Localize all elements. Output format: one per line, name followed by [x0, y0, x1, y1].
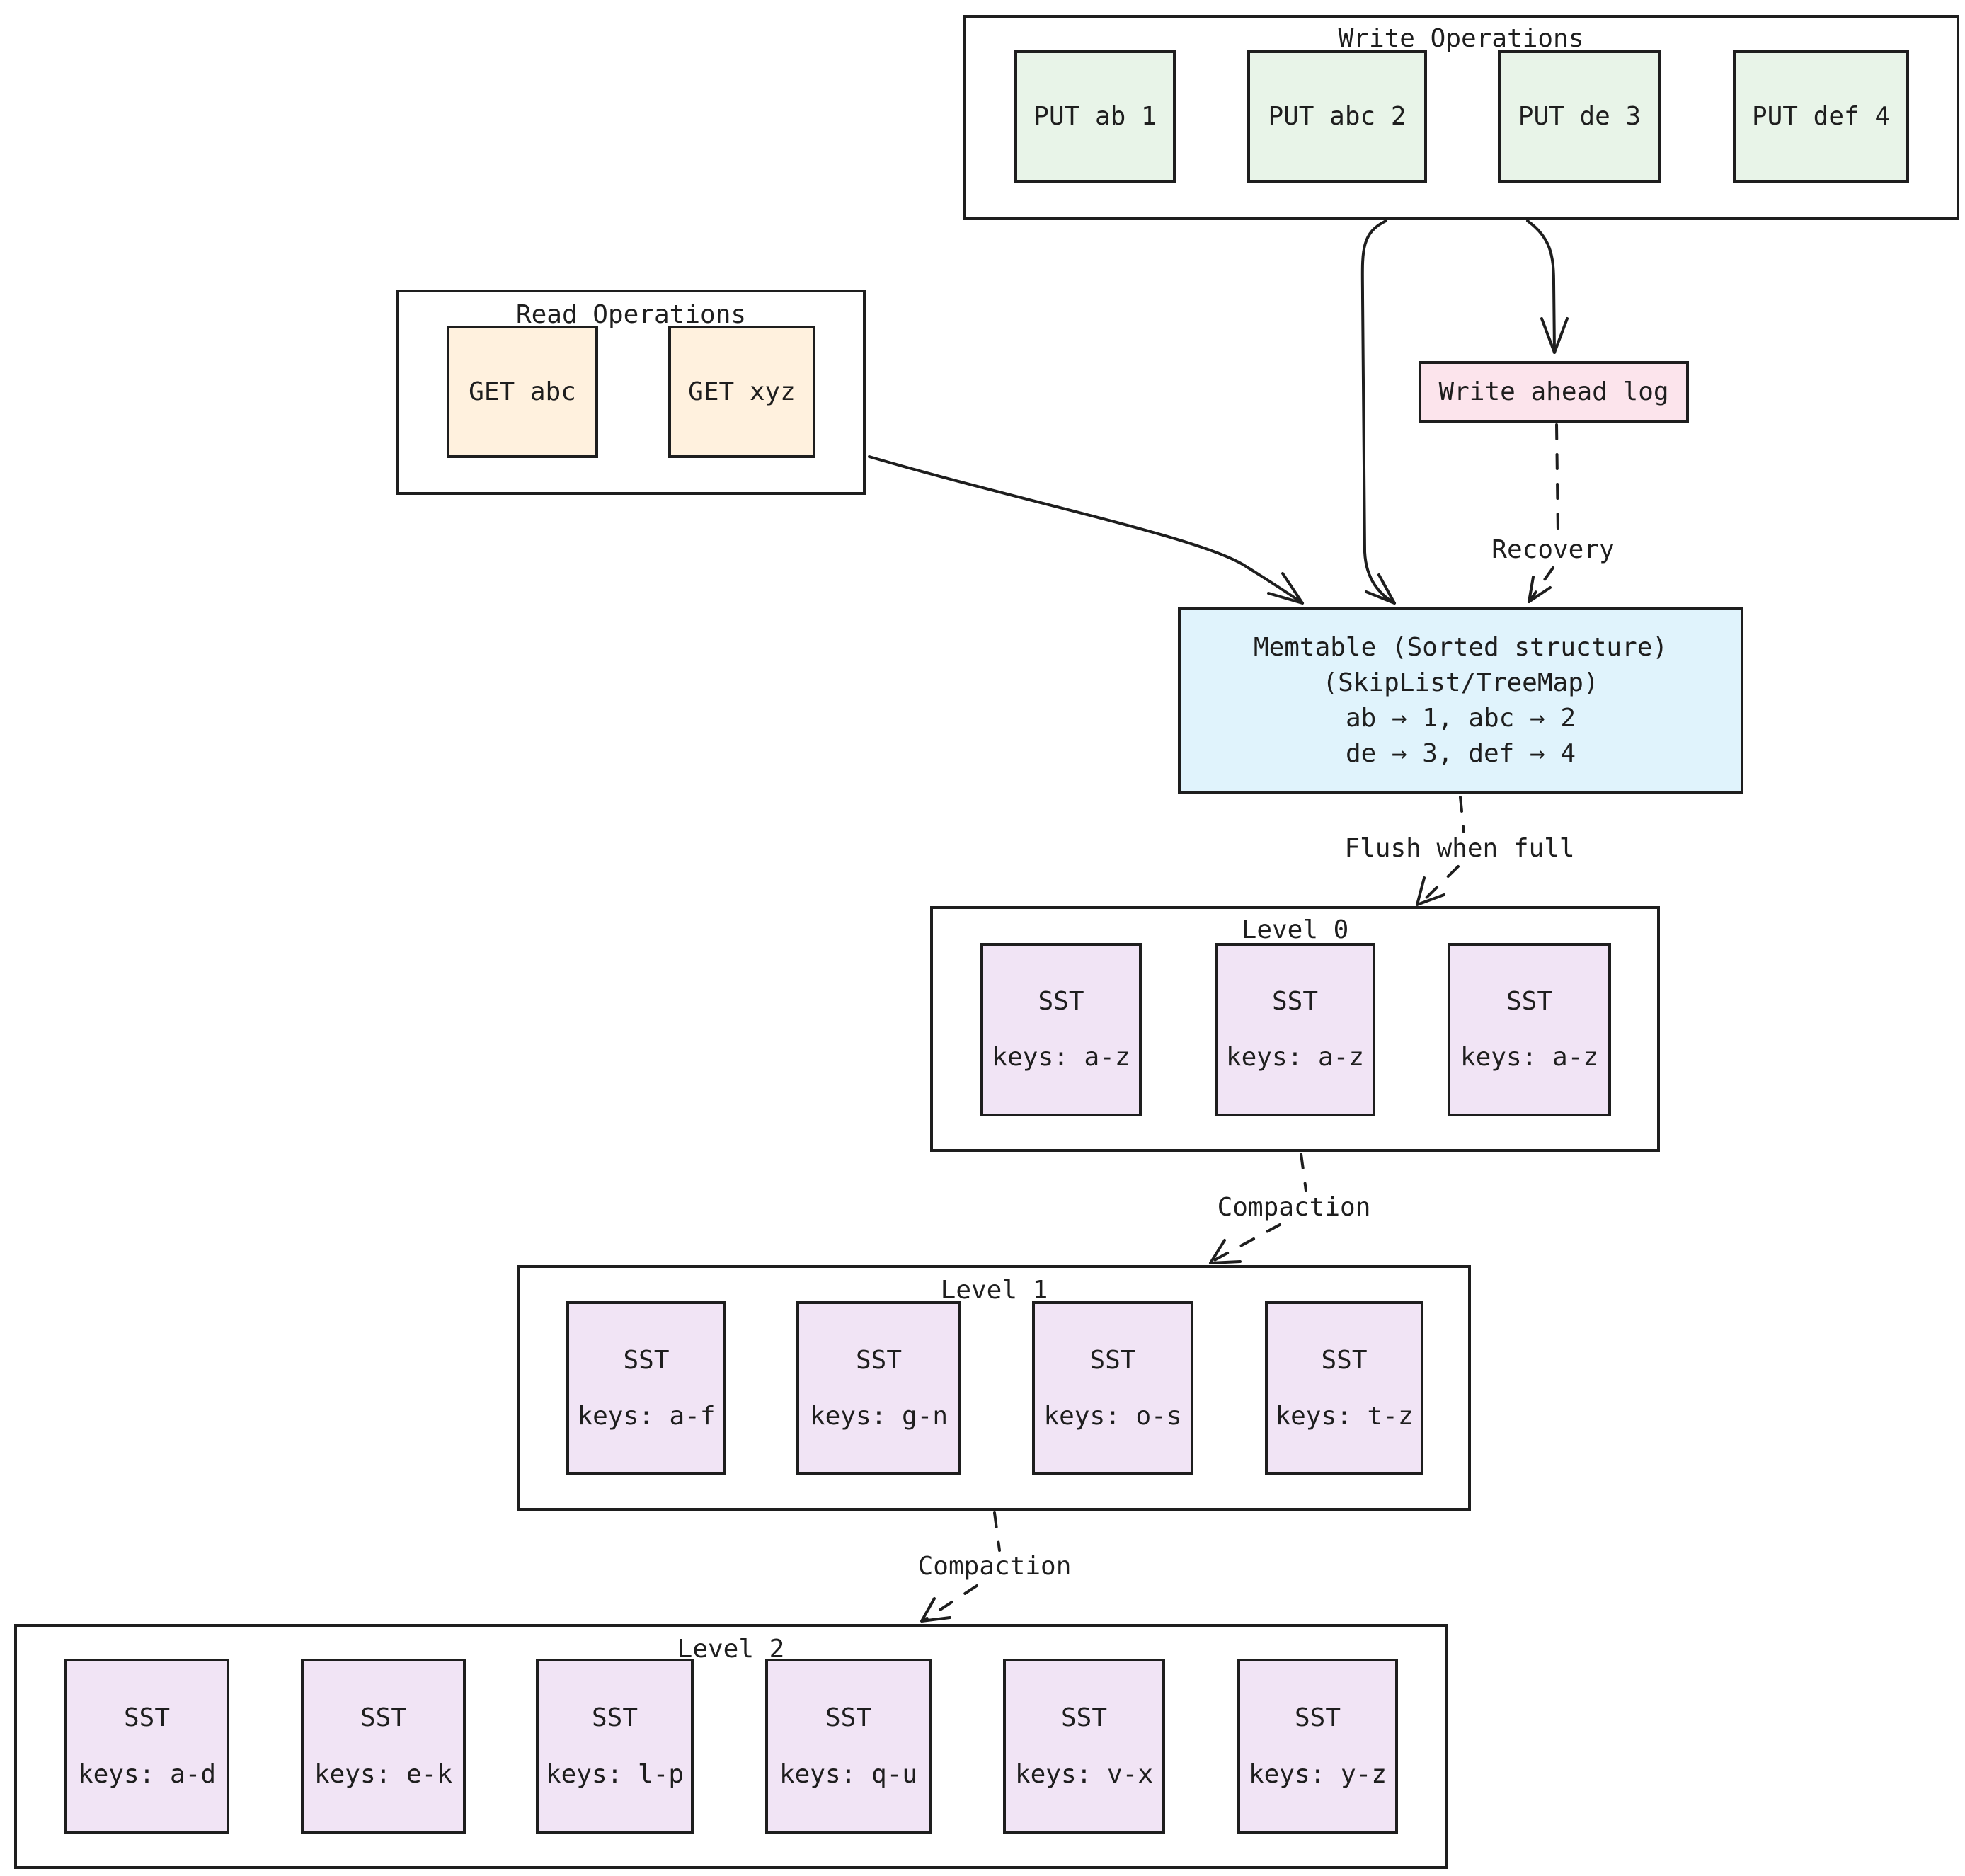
sst-node[interactable]: SST keys: a-d — [64, 1659, 229, 1834]
sst-label: SST — [1294, 1703, 1341, 1732]
edge-compaction-1-2-tail — [922, 1584, 978, 1622]
sst-keys: keys: o-s — [1043, 1401, 1182, 1431]
sst-node[interactable]: SST keys: l-p — [536, 1659, 694, 1834]
edge-compaction-1-2 — [993, 1511, 1001, 1552]
memtable-line: ab → 1, abc → 2 — [1345, 703, 1576, 733]
sst-node[interactable]: SST keys: t-z — [1265, 1301, 1423, 1475]
level-1-title: Level 1 — [940, 1276, 1048, 1305]
sst-node[interactable]: SST keys: g-n — [796, 1301, 961, 1475]
arrowhead-read-to-memtable — [1267, 572, 1304, 605]
get-label: GET xyz — [688, 377, 796, 406]
edge-label-flush: Flush when full — [1344, 834, 1575, 863]
arrowhead-write-to-memtable — [1365, 573, 1396, 605]
edge-flush — [1459, 796, 1465, 833]
sst-node[interactable]: SST keys: q-u — [765, 1659, 932, 1834]
sst-keys: keys: q-u — [779, 1760, 918, 1789]
level-2-title: Level 2 — [677, 1635, 785, 1664]
sst-keys: keys: y-z — [1248, 1760, 1387, 1789]
get-node[interactable]: GET xyz — [668, 326, 815, 458]
sst-node[interactable]: SST keys: e-k — [301, 1659, 466, 1834]
write-operations-title: Write Operations — [1338, 24, 1584, 53]
sst-label: SST — [1089, 1345, 1136, 1375]
wal-label: Write ahead log — [1438, 377, 1669, 406]
sst-label: SST — [1060, 1703, 1108, 1732]
put-label: PUT def 4 — [1751, 101, 1891, 131]
sst-keys: keys: t-z — [1275, 1401, 1414, 1431]
level-0-title: Level 0 — [1241, 915, 1349, 944]
sst-label: SST — [123, 1703, 171, 1732]
memtable-line: de → 3, def → 4 — [1345, 738, 1576, 768]
memtable-node[interactable]: Memtable (Sorted structure) (SkipList/Tr… — [1178, 607, 1743, 794]
read-operations-title: Read Operations — [515, 300, 747, 329]
sst-label: SST — [623, 1345, 670, 1375]
sst-node[interactable]: SST keys: v-x — [1003, 1659, 1165, 1834]
sst-keys: keys: a-z — [1460, 1042, 1599, 1072]
put-label: PUT ab 1 — [1033, 101, 1157, 131]
get-label: GET abc — [469, 377, 576, 406]
sst-label: SST — [1506, 987, 1553, 1017]
edge-wal-recovery-tail — [1528, 566, 1554, 603]
sst-keys: keys: a-z — [992, 1042, 1130, 1072]
sst-label: SST — [825, 1703, 872, 1732]
put-node[interactable]: PUT ab 1 — [1014, 50, 1176, 183]
sst-label: SST — [591, 1703, 638, 1732]
sst-node[interactable]: SST keys: a-z — [1215, 943, 1375, 1116]
edge-label-compaction-1-2: Compaction — [917, 1552, 1072, 1581]
put-node[interactable]: PUT def 4 — [1733, 50, 1909, 183]
sst-keys: keys: a-d — [77, 1760, 217, 1789]
memtable-line: Memtable (Sorted structure) — [1253, 632, 1668, 662]
edge-read-to-memtable — [868, 455, 1304, 605]
sst-label: SST — [1321, 1345, 1368, 1375]
get-node[interactable]: GET abc — [447, 326, 598, 458]
put-label: PUT abc 2 — [1268, 101, 1407, 131]
level-2-group: Level 2 — [14, 1624, 1448, 1869]
sst-label: SST — [360, 1703, 407, 1732]
sst-node[interactable]: SST keys: a-z — [1448, 943, 1611, 1116]
edge-label-compaction-0-1: Compaction — [1217, 1193, 1371, 1222]
sst-node[interactable]: SST keys: a-z — [980, 943, 1142, 1116]
sst-node[interactable]: SST keys: a-f — [566, 1301, 726, 1475]
memtable-line: (SkipList/TreeMap) — [1322, 668, 1599, 697]
put-label: PUT de 3 — [1518, 101, 1642, 131]
arrowhead-flush — [1416, 876, 1445, 906]
arrowhead-compaction-0-1 — [1209, 1239, 1242, 1264]
edge-write-to-memtable — [1360, 219, 1396, 605]
put-node[interactable]: PUT abc 2 — [1247, 50, 1427, 183]
sst-label: SST — [855, 1345, 903, 1375]
edge-compaction-0-1-tail — [1210, 1223, 1281, 1263]
sst-label: SST — [1038, 987, 1084, 1017]
arrowhead-write-to-wal — [1540, 317, 1569, 354]
sst-node[interactable]: SST keys: o-s — [1032, 1301, 1193, 1475]
sst-keys: keys: a-f — [577, 1401, 716, 1431]
sst-keys: keys: l-p — [545, 1760, 684, 1789]
sst-label: SST — [1271, 987, 1319, 1017]
edge-write-to-wal — [1526, 219, 1556, 354]
sst-keys: keys: a-z — [1225, 1042, 1365, 1072]
edge-label-recovery: Recovery — [1491, 535, 1615, 564]
edge-compaction-0-1 — [1300, 1153, 1307, 1192]
edge-flush-tail — [1420, 865, 1460, 904]
write-ahead-log-node[interactable]: Write ahead log — [1419, 361, 1689, 423]
edge-wal-recovery — [1555, 423, 1559, 534]
arrowhead-recovery — [1528, 576, 1552, 603]
put-node[interactable]: PUT de 3 — [1498, 50, 1661, 183]
arrowhead-compaction-1-2 — [920, 1597, 951, 1623]
sst-node[interactable]: SST keys: y-z — [1237, 1659, 1398, 1834]
sst-keys: keys: g-n — [809, 1401, 949, 1431]
sst-keys: keys: v-x — [1014, 1760, 1154, 1789]
sst-keys: keys: e-k — [314, 1760, 453, 1789]
